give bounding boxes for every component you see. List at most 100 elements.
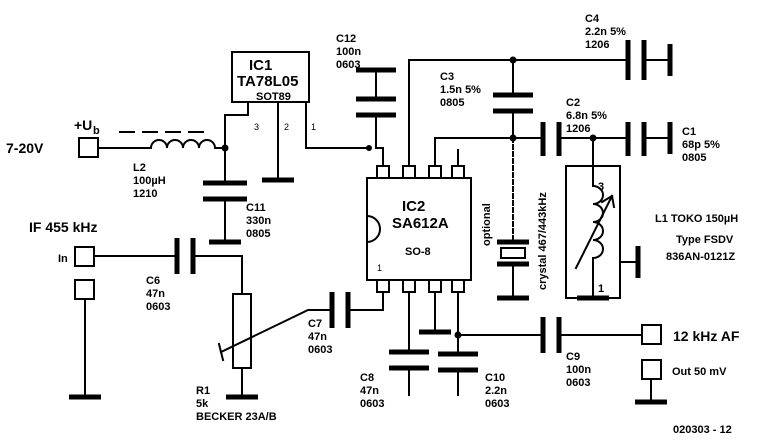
supply-rail-label: +U	[74, 117, 92, 133]
ic2-notch	[365, 214, 381, 244]
ic1-body	[231, 51, 310, 103]
r1-wiper	[219, 309, 331, 354]
c4-ref: C4	[585, 13, 600, 25]
supply-terminal	[78, 137, 99, 158]
c4-size: 1206	[585, 39, 609, 51]
c3-ref: C3	[440, 71, 454, 83]
c7-size: 0603	[308, 344, 332, 356]
c10-value: 2.2n	[485, 385, 507, 397]
c2-value: 6.8n 5%	[566, 110, 607, 122]
ic1-package: SOT89	[256, 91, 291, 103]
svg-text:1: 1	[311, 122, 316, 132]
ic2-pin2	[402, 279, 416, 293]
r1-ref: R1	[196, 385, 210, 397]
svg-text:3: 3	[598, 181, 604, 193]
svg-text:1: 1	[598, 283, 604, 295]
c6-ref: C6	[146, 275, 160, 287]
ic2-pin5	[451, 165, 465, 179]
c9-size: 0603	[566, 377, 590, 389]
input-pin-label: In	[58, 253, 68, 265]
wire-ic1-pin3	[224, 101, 249, 149]
c3-size: 0805	[440, 97, 464, 109]
c11-value: 330n	[246, 215, 271, 227]
svg-text:3: 3	[254, 122, 259, 132]
wire-pin6	[434, 137, 542, 167]
c1-symbol	[625, 122, 647, 156]
c12-size: 0603	[336, 59, 360, 71]
c1-ref: C1	[682, 126, 696, 138]
c1-value: 68p 5%	[682, 139, 720, 151]
ic2-type: SA612A	[392, 215, 449, 232]
c9-value: 100n	[566, 364, 591, 376]
crystal-optional-label: optional	[481, 203, 493, 246]
ic1-name: IC1	[249, 57, 272, 74]
c6-symbol	[174, 238, 196, 274]
l1-part: 836AN-0121Z	[666, 251, 735, 263]
ic1-pin1-output	[305, 101, 370, 149]
r1-value: 5k	[196, 398, 209, 410]
c8-size: 0603	[360, 398, 384, 410]
c1-size: 0805	[682, 152, 706, 164]
c8-value: 47n	[360, 385, 379, 397]
ic2-name: IC2	[402, 198, 425, 215]
c12-value: 100n	[336, 46, 361, 58]
l1-coil	[591, 184, 604, 260]
c7-symbol	[329, 292, 351, 328]
c10-symbol	[438, 351, 478, 373]
svg-text:1: 1	[377, 263, 382, 273]
l2-size: 1210	[133, 188, 157, 200]
c10-size: 0603	[485, 398, 509, 410]
input-label: IF 455 kHz	[29, 219, 97, 235]
ic2-pin6	[428, 165, 442, 179]
ic2-pin3	[428, 279, 442, 293]
crystal-label: crystal 467/443kHz	[537, 192, 549, 290]
ic2-body	[366, 177, 472, 281]
c7-ref: C7	[308, 318, 322, 330]
l2-coil	[149, 139, 217, 150]
output-gnd-terminal	[641, 359, 662, 380]
output-terminal	[641, 324, 662, 345]
c12-ref: C12	[336, 33, 356, 45]
c9-ref: C9	[566, 351, 580, 363]
svg-text:2: 2	[284, 122, 289, 132]
l1-adjust-arrow	[574, 194, 614, 270]
c4-symbol	[625, 40, 647, 80]
l2-value: 100µH	[133, 175, 166, 187]
l1-ref: L1 TOKO 150µH	[655, 213, 738, 225]
c8-ref: C8	[360, 372, 374, 384]
c2-size: 1206	[566, 123, 590, 135]
c2-ref: C2	[566, 97, 580, 109]
c6-value: 47n	[146, 288, 165, 300]
ic2-pin1	[376, 279, 390, 293]
input-gnd-terminal	[74, 279, 95, 300]
supply-rail-sub: b	[93, 125, 100, 137]
l1-type: Type FSDV	[676, 234, 734, 246]
input-terminal	[74, 246, 95, 267]
l2-ref: L2	[133, 162, 146, 174]
c11-size: 0805	[246, 228, 270, 240]
r1-part: BECKER 23A/B	[196, 411, 277, 423]
c3-symbol	[493, 92, 533, 114]
c11-ref: C11	[246, 202, 266, 214]
ic1-type: TA78L05	[237, 73, 298, 90]
c9-symbol	[540, 317, 562, 353]
c12-symbol	[356, 96, 396, 118]
crystal-symbol	[497, 239, 529, 267]
c7-value: 47n	[308, 331, 327, 343]
ic2-pin7	[402, 165, 416, 179]
c11-symbol	[203, 180, 247, 202]
wire-pin7	[408, 59, 514, 167]
ic2-package: SO-8	[405, 246, 431, 258]
c4-value: 2.2n 5%	[585, 26, 626, 38]
output-label: 12 kHz AF	[673, 328, 740, 344]
output-level: Out 50 mV	[672, 366, 727, 378]
c10-ref: C10	[485, 372, 505, 384]
c2-symbol	[540, 122, 562, 156]
r1-body	[232, 293, 252, 369]
ic2-pin4	[451, 279, 465, 293]
ic2-pin8	[376, 165, 390, 179]
supply-voltage-label: 7-20V	[6, 140, 44, 156]
drawing-id: 020303 - 12	[673, 424, 732, 436]
c3-value: 1.5n 5%	[440, 84, 481, 96]
